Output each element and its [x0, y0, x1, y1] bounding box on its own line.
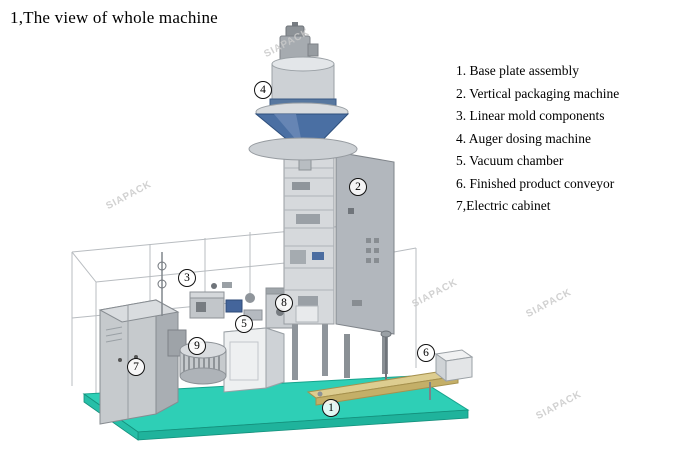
vacuum-chamber [223, 327, 285, 393]
callout-mold: 3 [178, 269, 196, 287]
callout-tower: 2 [349, 178, 367, 196]
legend: 1. Base plate assembly 2. Vertical packa… [456, 60, 691, 218]
callout-baseplate: 1 [322, 399, 340, 417]
legend-item-4: 4. Auger dosing machine [456, 130, 591, 146]
callout-nine: 9 [188, 337, 206, 355]
callout-conveyor: 6 [417, 344, 435, 362]
page-title: 1,The view of whole machine [10, 8, 218, 27]
legend-item-7: 7,Electric cabinet [456, 198, 551, 213]
auger-doser [248, 22, 358, 171]
callout-vacuum: 5 [235, 315, 253, 333]
legend-item-5: 5. Vacuum chamber [456, 153, 564, 168]
callout-cabinet: 7 [127, 358, 145, 376]
legend-item-2: 2. Vertical packaging machine [456, 85, 620, 101]
mold-components [157, 252, 263, 357]
legend-item-1: 1. Base plate assembly [456, 63, 579, 78]
conveyor [306, 330, 474, 416]
callout-auger: 4 [254, 81, 272, 99]
packaging-tower [283, 149, 395, 380]
legend-item-3: 3. Linear mold components [456, 108, 605, 123]
legend-item-6: 6. Finished product conveyor [456, 175, 615, 191]
callout-eight: 8 [275, 294, 293, 312]
